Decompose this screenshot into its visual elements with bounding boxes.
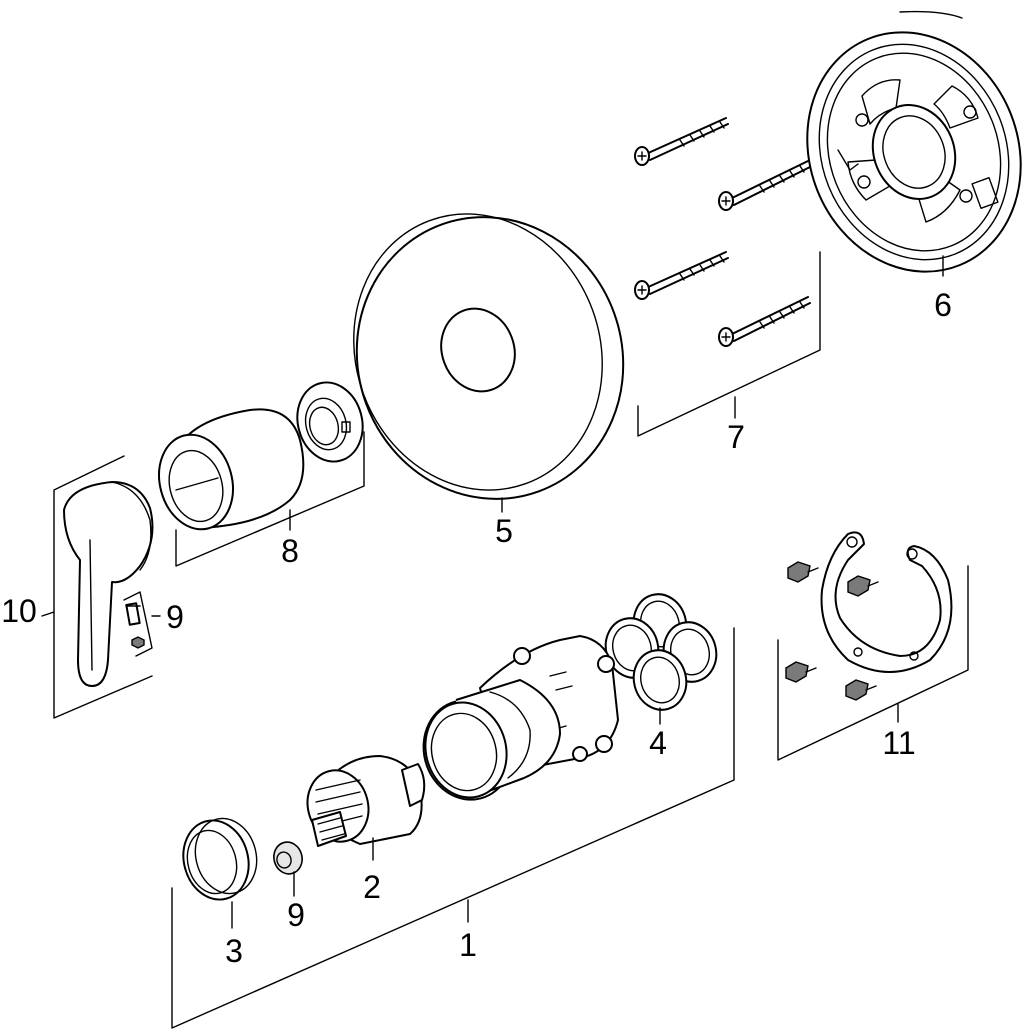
part-grub-screw-upper (123, 591, 153, 657)
part-spacer (273, 841, 303, 875)
callout-9-lower: 9 (287, 897, 305, 933)
part-screws (634, 117, 821, 437)
part-fixing-screws (777, 561, 969, 761)
callout-2: 2 (363, 869, 381, 905)
callout-7: 7 (727, 419, 745, 455)
part-cartridge (306, 755, 426, 847)
callout-10: 10 (1, 593, 37, 629)
callout-9-upper: 9 (166, 599, 184, 635)
part-handle (53, 455, 154, 719)
callout-1: 1 (459, 927, 477, 963)
callout-6: 6 (934, 287, 952, 323)
part-rosette (353, 213, 625, 500)
part-o-rings (604, 593, 718, 711)
callout-5: 5 (495, 513, 513, 549)
callout-8: 8 (281, 533, 299, 569)
part-trim-ring (182, 817, 258, 901)
part-adapter-ring (175, 381, 365, 567)
leader-lines (41, 255, 944, 929)
part-sleeve (158, 408, 305, 531)
part-valve-body (422, 635, 619, 801)
part-mounting-plate (806, 10, 1022, 273)
bracket-assembly (171, 627, 735, 1029)
callout-3: 3 (225, 933, 243, 969)
callout-11: 11 (882, 725, 915, 761)
part-fixing-clip (820, 531, 953, 673)
callout-4: 4 (649, 725, 667, 761)
